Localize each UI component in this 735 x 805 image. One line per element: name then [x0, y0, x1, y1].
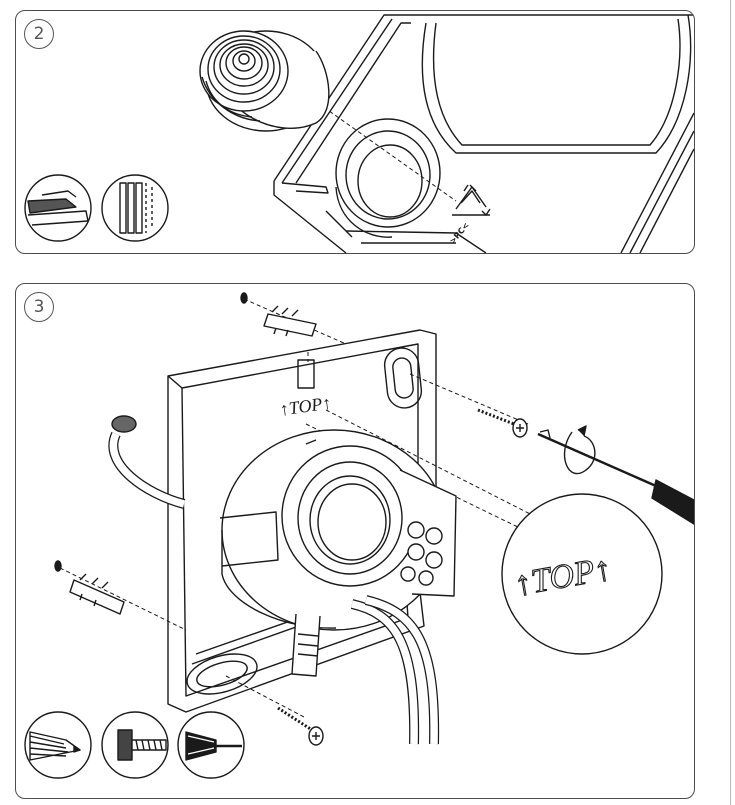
screwdriver-icon — [177, 711, 245, 779]
step-number: 3 — [24, 292, 54, 322]
screwdriver — [537, 429, 694, 525]
step-2-panel: 2 — [15, 10, 695, 254]
step-3-illustration: ↑TOP↑ ↑TOP↑ — [24, 292, 694, 779]
step-3-panel: 3 — [15, 283, 695, 799]
top-arrow-left-icon: ↑ — [279, 398, 291, 419]
wall-plug-bottom — [54, 560, 125, 615]
layered-material-icon — [101, 174, 169, 242]
rotation-arrow-icon — [563, 425, 596, 475]
drill-icon — [101, 711, 169, 779]
recycle-symbol-icon — [452, 184, 491, 216]
top-label-plate: TOP — [287, 394, 323, 418]
step-2-illustration: >PC< — [24, 14, 694, 253]
cables — [108, 415, 440, 745]
magnified-top-detail — [501, 493, 663, 655]
top-arrow-right-icon: ↑ — [321, 393, 333, 414]
terminal-block — [399, 469, 457, 597]
page-edge — [730, 0, 735, 805]
screw-top — [477, 408, 528, 438]
screw-bottom — [277, 706, 324, 746]
cable-grommet — [199, 30, 330, 132]
wall-plug-top — [240, 292, 317, 337]
pencil-icon — [24, 711, 92, 779]
knife-icon — [24, 174, 92, 242]
step-number: 2 — [24, 19, 54, 49]
svg-text:↑TOP↑: ↑TOP↑ — [279, 393, 333, 420]
